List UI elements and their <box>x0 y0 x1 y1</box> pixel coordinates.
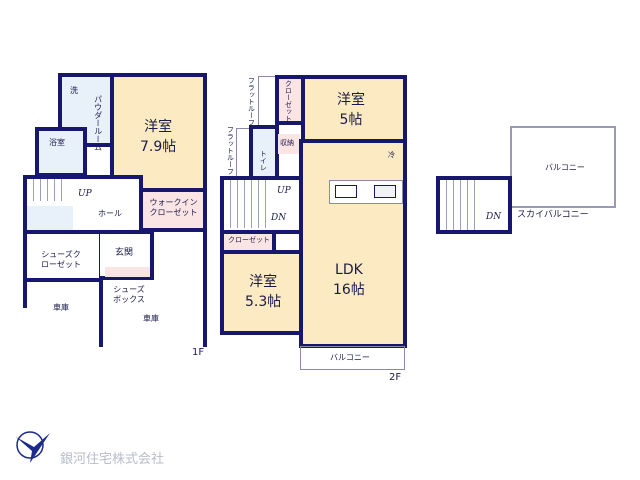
entrance-label: 玄関 <box>115 248 134 258</box>
shoe-closet-label: シューズクローゼット <box>41 250 81 269</box>
shoe-box-label: シューズボックス <box>113 285 145 304</box>
stairs-1f <box>27 179 67 201</box>
fridge-label: 冷 <box>388 151 395 159</box>
bird-logo-icon <box>16 431 50 463</box>
sky-balcony-label: スカイバルコニー <box>517 210 589 220</box>
stairs-2f <box>224 180 268 228</box>
floor-1-label: 1F <box>192 347 205 358</box>
toilet-1f <box>27 206 73 231</box>
storage <box>278 134 300 154</box>
dn-label-2f: DN <box>271 213 287 223</box>
garage-wall <box>203 230 207 347</box>
sky-dn-label: DN <box>486 212 502 222</box>
bathroom <box>35 127 87 177</box>
toilet-2f-label: トイレ <box>259 150 268 171</box>
sky-balcony-area <box>510 126 616 208</box>
wash-label: 洗 <box>70 86 78 95</box>
company-name: 銀河住宅株式会社 <box>60 452 165 467</box>
hall-label: ホール <box>98 209 122 218</box>
garage2-label: 車庫 <box>143 314 159 323</box>
bath-label: 浴室 <box>49 138 65 147</box>
western-room-5-3 <box>220 250 303 335</box>
garage-wall <box>23 280 27 308</box>
floor-2-label: 2F <box>389 372 402 383</box>
stove-icon <box>374 185 396 198</box>
up-label-1f: UP <box>78 189 92 199</box>
walk-in-closet <box>139 188 207 232</box>
sky-stairs-steps <box>440 180 480 230</box>
flat-roof-label-2: フラットルーフ <box>226 126 235 175</box>
walk-in-closet-label: ウォークインクローゼット <box>149 198 198 217</box>
sky-balcony-area-label: バルコニー <box>545 163 585 172</box>
closet-2f-a-label: クローゼット <box>284 80 293 122</box>
garage-wall <box>99 280 103 347</box>
powder-label: パウダールーム <box>93 95 103 151</box>
shoe-box <box>105 267 150 277</box>
sink-icon <box>335 185 357 198</box>
shoe-closet <box>23 230 103 282</box>
balcony-2f-label: バルコニー <box>330 353 370 362</box>
up-label-2f: UP <box>277 186 291 196</box>
closet-2f-b-label: クローゼット <box>228 236 270 244</box>
storage-label: 収納 <box>280 139 294 147</box>
garage1-label: 車庫 <box>53 303 69 312</box>
ldk <box>299 139 407 348</box>
flat-roof-label-1: フラットルーフ <box>247 77 256 126</box>
balcony-2f <box>300 346 405 370</box>
